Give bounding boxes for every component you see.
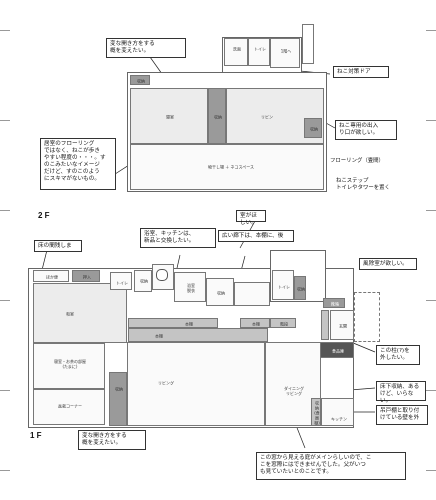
room-corridor-upper-1f: [234, 282, 270, 306]
room-bookcase-1f: 本棚: [240, 318, 270, 328]
note-cat-step: ねこステップ トイレやタワーを置く: [336, 178, 390, 191]
note-cat-door: ねこ対策ドア: [333, 66, 389, 78]
note-flooring-top: フローリング（畳間）: [330, 158, 384, 164]
room-bath-fixture-1f: [152, 264, 174, 290]
note-pillar: この柱(?)を 外したい。: [376, 345, 420, 365]
connector-floor-stop: [41, 249, 48, 271]
floor-label-1f: 1 F: [30, 431, 42, 440]
room-toilet-1f: トイレ: [110, 272, 132, 290]
note-floor-stop: 床の間残しま: [34, 240, 82, 252]
room-study-1f: 寝室・お茶の部屋 (たまに): [33, 343, 105, 389]
room-stairs-1f: 階段: [270, 318, 296, 328]
room-toilet-b-1f: トイレ: [272, 270, 294, 300]
room-bedroom-2f: 寝室: [130, 88, 208, 144]
room-drying-2f: 物干し場 ＋ ネコスペース: [130, 144, 324, 190]
note-window: この窓から見える庭がメインらしいので、こ こを窓際にはできませんでした。父がいつ…: [256, 452, 406, 480]
note-door-1f: 変な開き方をする 概を変えたい。: [78, 430, 146, 450]
room-bath-1f: 浴室 脱衣: [174, 272, 206, 302]
note-door-2f: 変な開き方をする 概を変えたい。: [106, 38, 186, 58]
room-living-1f: リビング: [127, 342, 265, 426]
room-storage-b-1f: 収納: [294, 276, 306, 300]
room-storage-tall-1f: 収納: [109, 372, 127, 426]
note-underfloor: 床下収納、ある けど、いらない。: [376, 381, 426, 404]
room-storage-left-1f: 押入: [72, 270, 100, 282]
room-toilet-2f: トイレ: [248, 38, 270, 66]
note-want-room: 室がほしい。: [236, 210, 266, 226]
note-bedroom-floor: 居室のフローリング ではなく、ねこが歩き やすい程度の・・・。す のこみたいなイ…: [40, 138, 116, 190]
room-wc-left-1f: ほか便: [33, 270, 69, 282]
note-wind-room: 風除室が欲しい。: [359, 258, 417, 270]
note-corridor: 広い廊下は、本棚に、後: [218, 230, 294, 242]
room-storage-a-2f: 収納: [130, 75, 150, 85]
room-corridor-b-1f: 本棚: [128, 328, 268, 342]
room-garden-corner-1f: 盆栽コーナー: [33, 389, 105, 425]
note-hanging: 吊戸棚と取り付 けている壁を外: [376, 405, 428, 425]
room-corridor-a-1f: 本棚: [128, 318, 218, 328]
room-stairs-2f: 1階へ: [270, 38, 300, 68]
room-kitchen-1f: キッチン: [321, 398, 354, 426]
wind-room-area-1f: [354, 292, 380, 342]
room-kamidana-1f: [321, 310, 329, 340]
room-cloak-1f: 靴箱: [323, 298, 345, 308]
room-storage-c-2f: 収納: [304, 118, 322, 138]
note-bath-kitchen: 浴室、キッチンは、 新品と交換したい。: [140, 228, 216, 248]
room-storage-hall-1f: 収納: [134, 270, 152, 292]
floor-label-2f: 2 F: [38, 211, 50, 220]
room-entrance-1f: 玄関: [330, 310, 354, 340]
room-shoe-room-1f: 食品庫: [320, 342, 354, 358]
room-storage-b-2f: 収納: [208, 88, 226, 144]
window-notch-2f: [302, 24, 314, 64]
room-closet-1f: 収納: [206, 278, 234, 306]
room-kitchen-counter-1f: 収納 (食器棚): [311, 398, 321, 426]
room-washroom-2f: 洗面: [224, 38, 248, 66]
floor-plan-2f: 洗面 トイレ 1階へ 収納 寝室 収納 リビン 物干し場 ＋ ネコスペース 収納: [0, 0, 436, 215]
note-cat-exit: ねこ専用の出入 り口が欲しい。: [335, 120, 397, 140]
connector-underfloor: [349, 387, 376, 391]
room-japanese-1f: 和室: [33, 283, 127, 343]
